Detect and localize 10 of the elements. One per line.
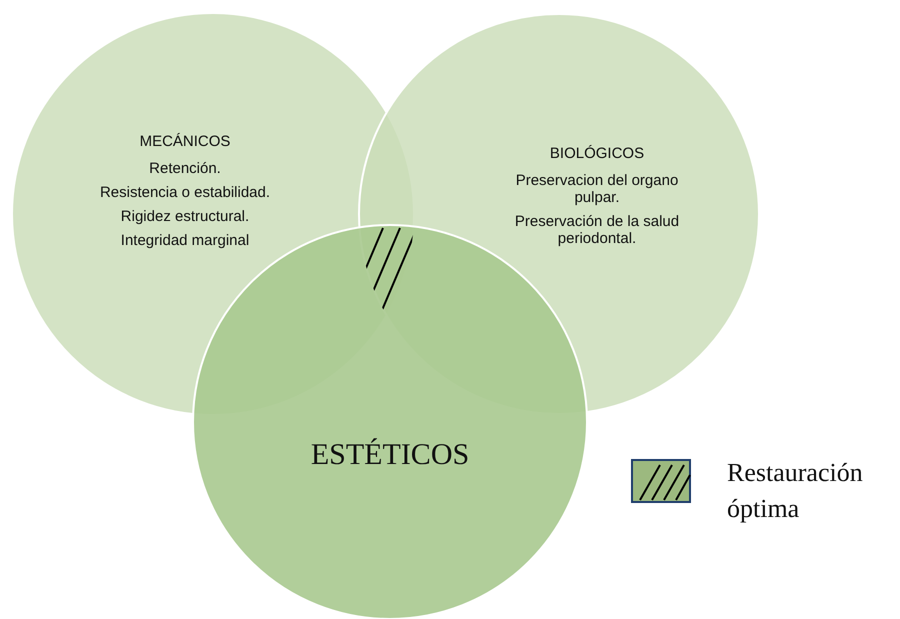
circle-heading: ESTÉTICOS bbox=[310, 438, 470, 472]
circle-item: Preservación de la salud periodontal. bbox=[514, 213, 680, 247]
circle-item: Retención. bbox=[148, 160, 222, 177]
legend-label: Restauración óptima bbox=[727, 457, 864, 525]
circle-heading: BIOLÓGICOS bbox=[548, 145, 646, 162]
circle-item: Preservacion del organo pulpar. bbox=[514, 172, 680, 206]
circle-item: Rigidez estructural. bbox=[120, 208, 250, 225]
circle-item: Integridad marginal bbox=[120, 232, 250, 249]
circle-heading: MECÁNICOS bbox=[138, 133, 232, 150]
circle-item: Resistencia o estabilidad. bbox=[98, 184, 272, 201]
